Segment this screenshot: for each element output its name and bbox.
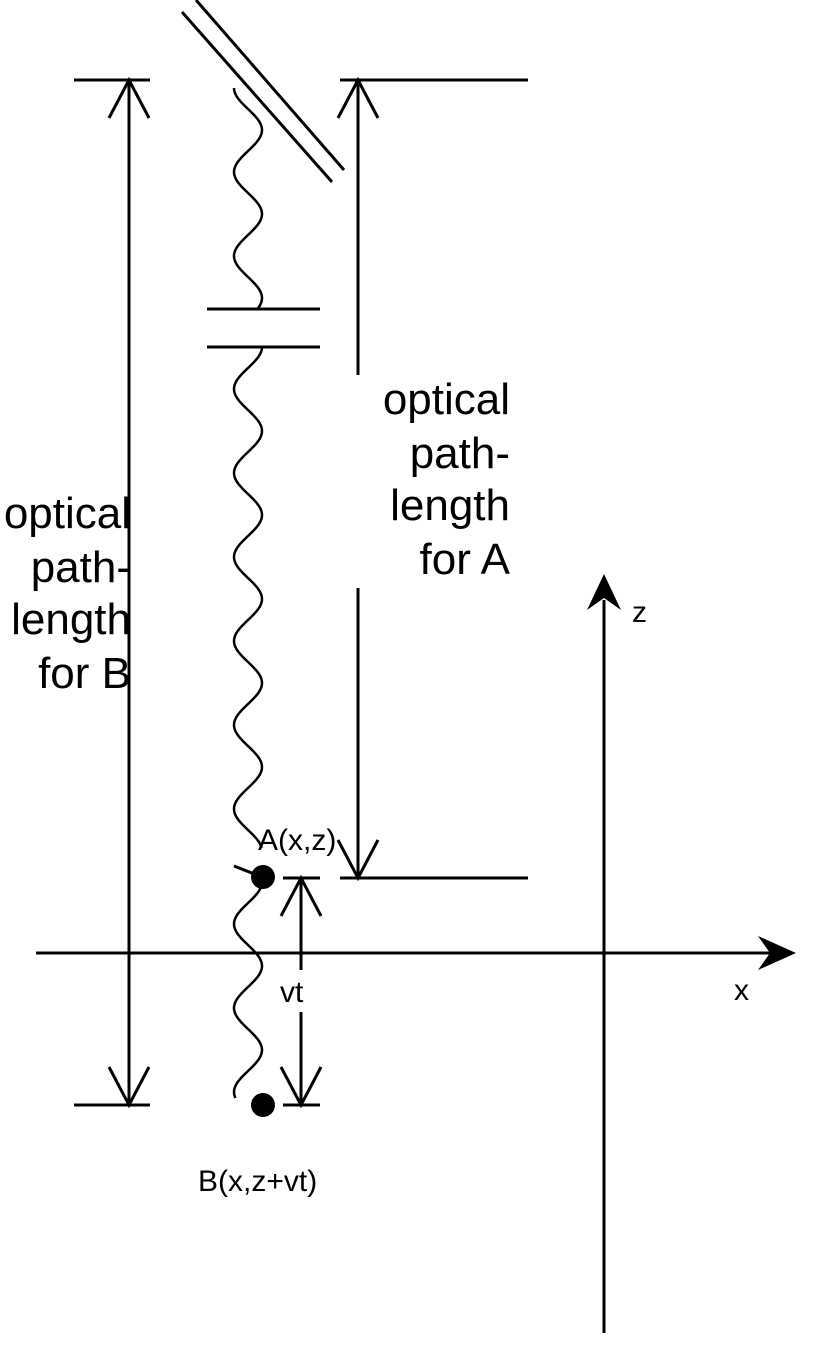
path-b-label-line-4: for B bbox=[38, 649, 131, 698]
vt-dimension bbox=[279, 874, 323, 1109]
point-b-label: B(x,z+vt) bbox=[198, 1165, 317, 1198]
path-a-label: optical path- length for A bbox=[383, 375, 511, 584]
path-b-dimension bbox=[74, 76, 151, 1109]
path-b-label-line-2: path- bbox=[31, 543, 131, 592]
path-a-label-line-3: length bbox=[390, 481, 510, 530]
point-b-dot bbox=[251, 1093, 275, 1117]
path-b-label-line-1: optical bbox=[4, 489, 131, 538]
point-a-dot bbox=[251, 865, 275, 889]
light-wave-upper bbox=[232, 87, 264, 310]
point-a-label: A(x,z) bbox=[258, 824, 336, 857]
light-wave-lower bbox=[232, 881, 264, 1099]
vt-label: vt bbox=[280, 976, 304, 1009]
z-axis bbox=[587, 574, 621, 1333]
light-wave-middle bbox=[232, 346, 264, 849]
z-axis-label: z bbox=[632, 596, 647, 629]
slit-plates bbox=[207, 307, 320, 349]
path-a-label-line-2: path- bbox=[410, 429, 510, 478]
x-axis bbox=[36, 936, 796, 970]
path-a-label-line-4: for A bbox=[420, 535, 511, 584]
path-b-label: optical path- length for B bbox=[4, 489, 131, 698]
path-b-label-line-3: length bbox=[11, 595, 131, 644]
path-a-dimension bbox=[336, 76, 528, 882]
x-axis-label: x bbox=[734, 974, 749, 1007]
path-a-label-line-1: optical bbox=[383, 375, 510, 424]
beam-splitter bbox=[180, 0, 346, 183]
